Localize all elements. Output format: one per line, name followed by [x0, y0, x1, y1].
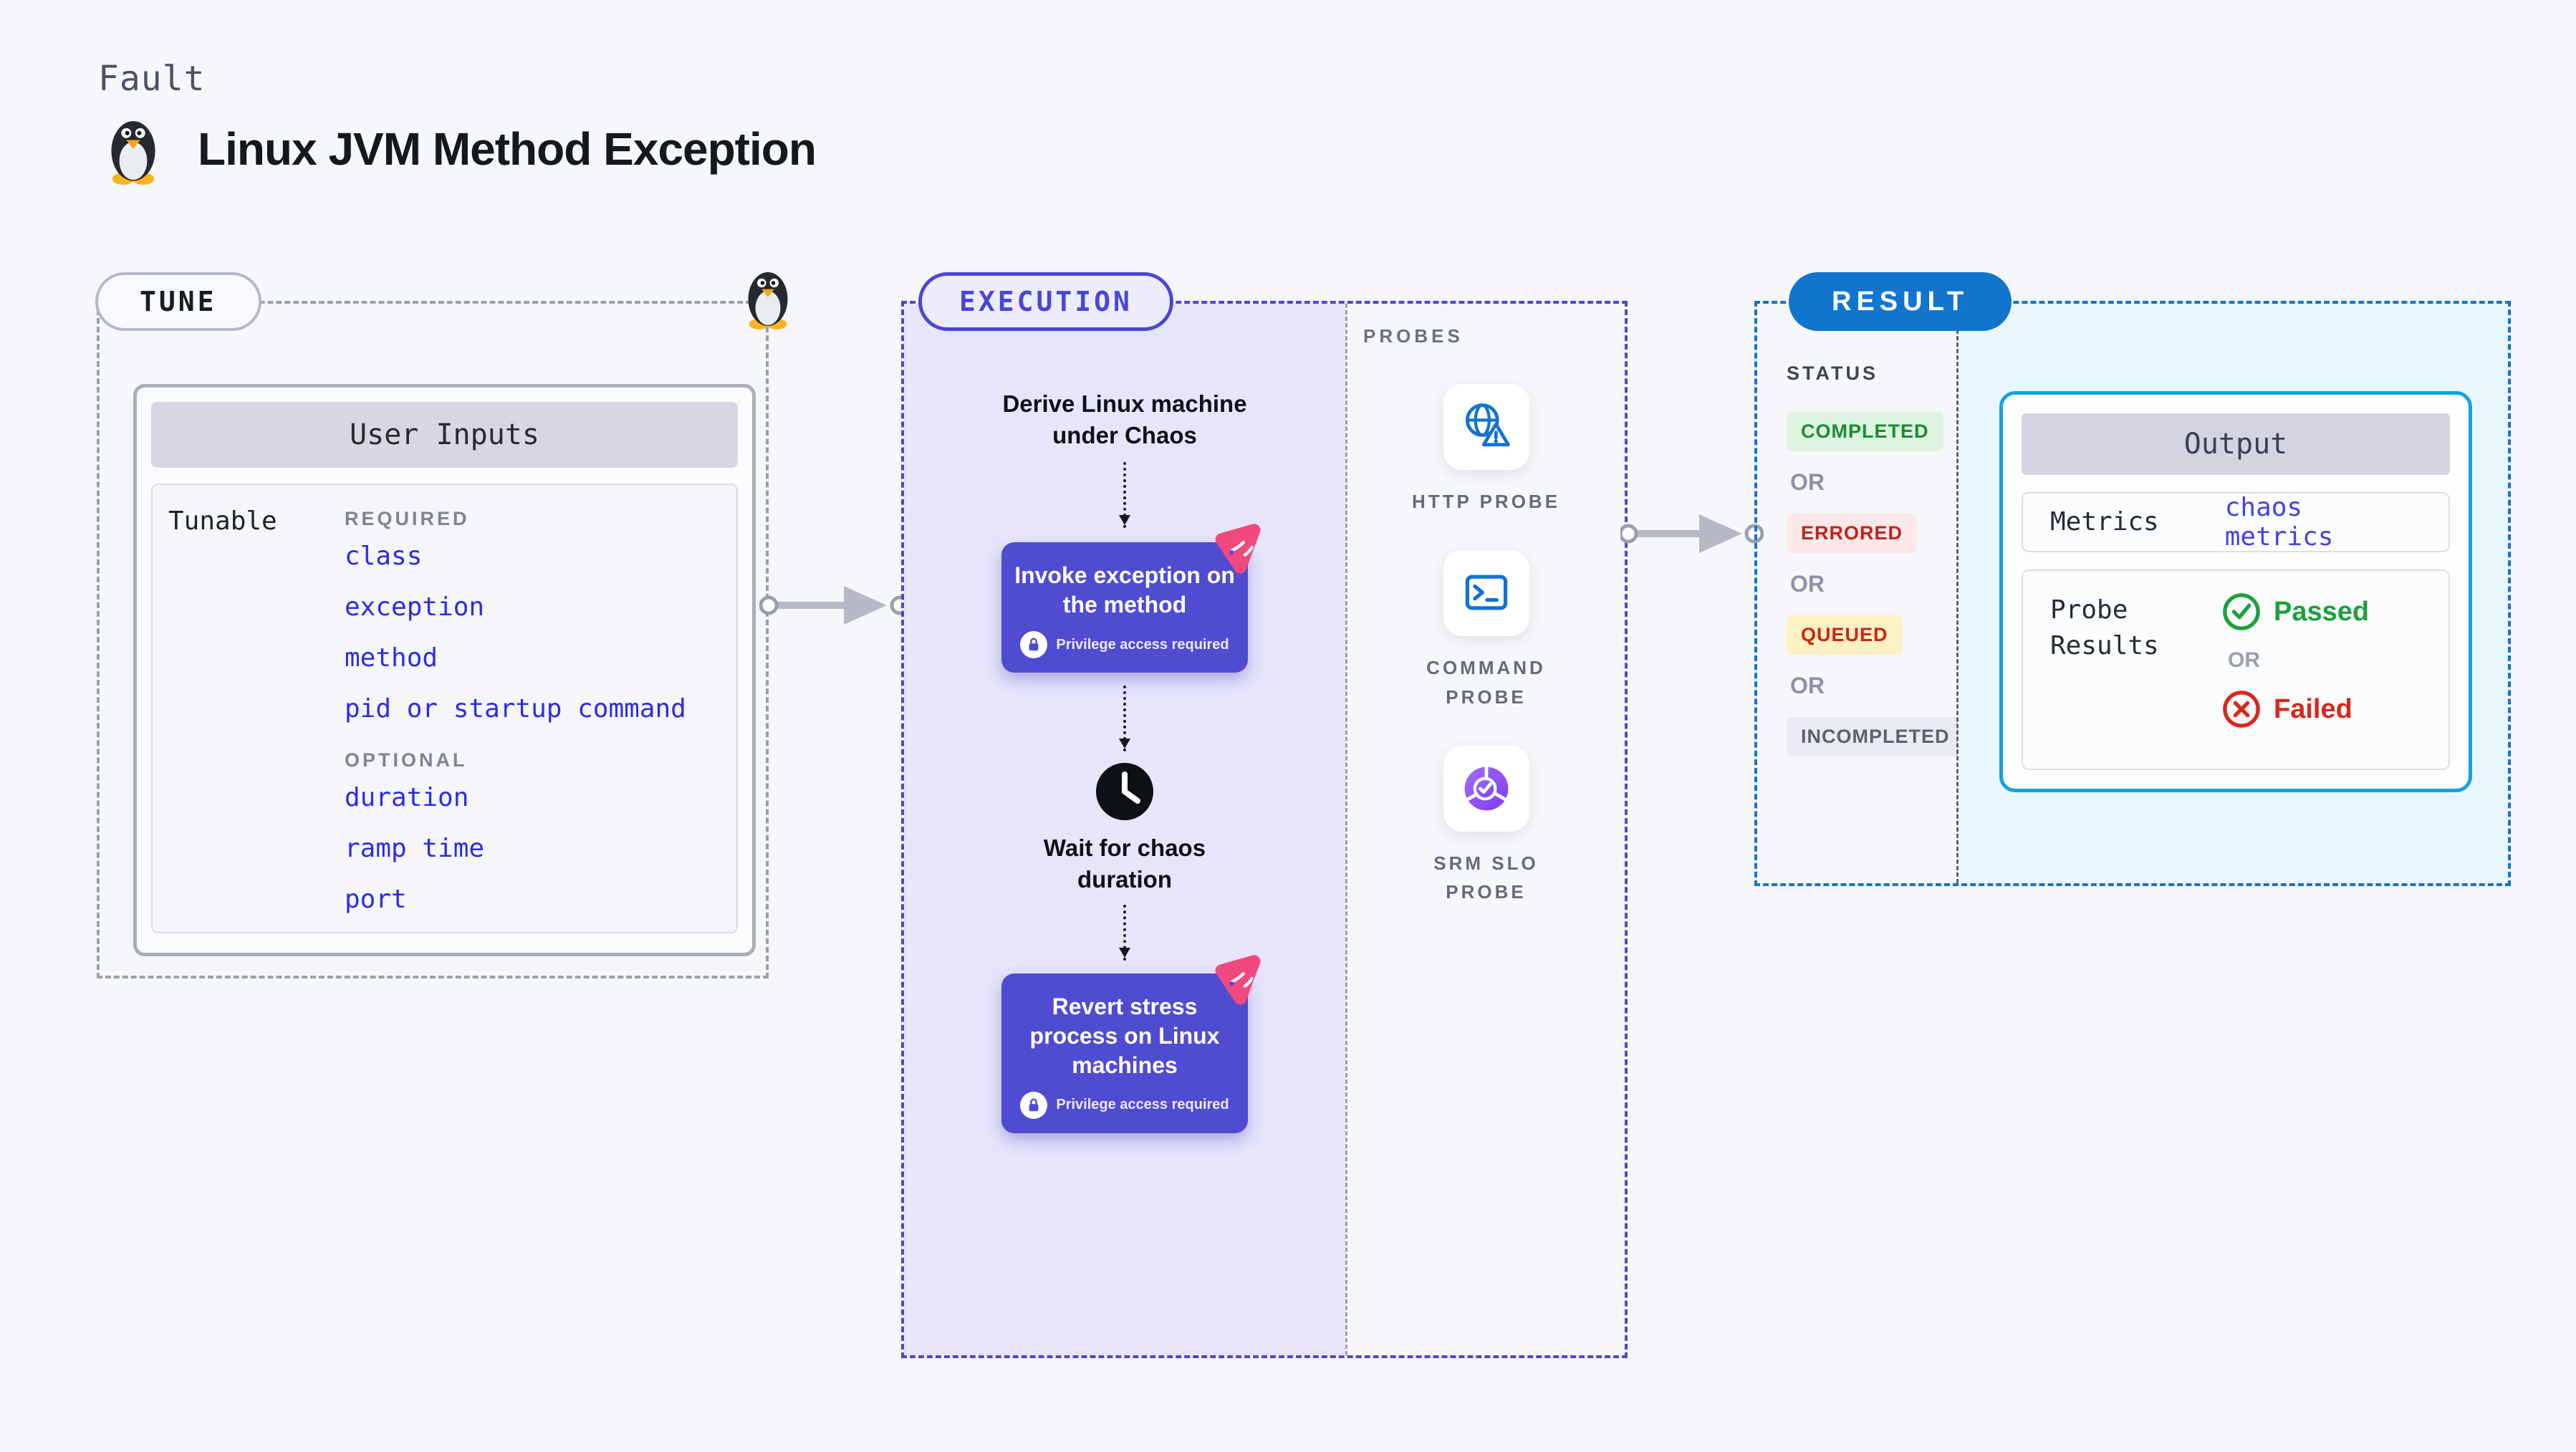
or-label: OR: [1790, 571, 1825, 597]
probe-command: COMMAND PROBE: [1397, 550, 1576, 711]
tunable-item: duration: [345, 783, 469, 812]
probe-name: SRM SLO PROBE: [1433, 852, 1539, 903]
probes-label: PROBES: [1363, 325, 1464, 347]
status-output-divider: [1956, 304, 1959, 883]
clock-icon: [1095, 761, 1155, 825]
privilege-label: Privilege access required: [1056, 636, 1229, 653]
optional-group-label: OPTIONAL: [345, 749, 468, 771]
status-column: STATUS COMPLETED OR ERRORED OR QUEUED OR…: [1757, 304, 1964, 883]
output-area: Output Metrics chaos metrics Probe Resul…: [1959, 304, 2508, 883]
derive-step-text: Derive Linux machine under Chaos: [1002, 390, 1247, 448]
status-header: STATUS: [1787, 362, 1878, 384]
result-badge: RESULT: [1789, 272, 2012, 331]
x-circle-icon: [2223, 691, 2260, 728]
probe-results-label: Probe Results: [2050, 595, 2159, 661]
or-label: OR: [2228, 648, 2260, 672]
chaos-logo-icon: [1215, 524, 1261, 574]
tunables-panel: Tunable REQUIRED class exception method …: [151, 484, 738, 933]
tunable-item: class: [345, 542, 423, 571]
privilege-row: Privilege access required: [1020, 631, 1229, 658]
privilege-label: Privilege access required: [1056, 1097, 1229, 1113]
revert-stress-label: Revert stress process on Linux machines: [1029, 994, 1220, 1078]
passed-label: Passed: [2274, 596, 2370, 627]
tune-to-execution-arrow: [759, 586, 910, 625]
probe-results-states: Passed OR Failed: [2222, 592, 2369, 729]
revert-stress-node[interactable]: Revert stress process on Linux machines …: [1001, 955, 1261, 1133]
status-badge-incompleted: INCOMPLETED: [1787, 717, 1964, 756]
or-label: OR: [1790, 673, 1825, 698]
result-section: RESULT STATUS COMPLETED OR ERRORED OR QU…: [1754, 272, 2511, 886]
probe-name: HTTP PROBE: [1411, 491, 1561, 512]
tunables-list: REQUIRED class exception method pid or s…: [345, 504, 686, 925]
down-arrow: [1119, 686, 1130, 751]
required-group-label: REQUIRED: [345, 508, 470, 529]
tune-section: TUNE User Inputs Tunable REQUIRED class …: [95, 272, 788, 979]
tunable-item: port: [345, 885, 407, 914]
page-title: Linux JVM Method Exception: [198, 123, 817, 175]
execution-panel: Derive Linux machine under Chaos Invoke …: [904, 304, 1345, 1355]
tunable-item: method: [345, 643, 438, 673]
metrics-row: Metrics chaos metrics: [2022, 492, 2450, 552]
failed-state: Failed: [2222, 690, 2369, 729]
metrics-label: Metrics: [2050, 506, 2159, 537]
tux-corner-icon: [748, 272, 788, 330]
probe-srm-slo: SRM SLO PROBE: [1397, 745, 1576, 907]
srm-slo-probe-card[interactable]: [1443, 745, 1529, 832]
status-badge-completed: COMPLETED: [1787, 412, 1943, 451]
execution-badge: EXECUTION: [918, 272, 1173, 331]
chaos-logo-icon: [1215, 955, 1261, 1005]
fault-kicker: Fault: [98, 59, 206, 99]
status-badge-queued: QUEUED: [1787, 615, 1903, 655]
lock-icon: [1020, 1091, 1048, 1119]
down-arrow: [1119, 462, 1130, 529]
terminal-icon: [1465, 574, 1507, 610]
globe-alert-icon: [1465, 403, 1510, 447]
check-circle-icon: [2223, 593, 2260, 630]
title-row: Linux JVM Method Exception: [100, 113, 817, 185]
probe-name: COMMAND PROBE: [1426, 657, 1546, 708]
output-card: Output Metrics chaos metrics Probe Resul…: [1999, 391, 2472, 792]
user-inputs-header: User Inputs: [151, 402, 738, 468]
probes-panel: PROBES HTTP PROBE: [1347, 304, 1625, 1355]
status-badge-errored: ERRORED: [1787, 514, 1918, 553]
passed-state: Passed: [2222, 592, 2369, 631]
execution-probes-divider: [1345, 304, 1347, 1355]
execution-to-result-arrow: [1620, 514, 1764, 553]
privilege-row: Privilege access required: [1020, 1091, 1229, 1119]
probe-http: HTTP PROBE: [1397, 384, 1576, 516]
failed-label: Failed: [2274, 693, 2352, 724]
output-header: Output: [2022, 413, 2450, 475]
tunable-item: exception: [345, 592, 485, 622]
metrics-value: chaos metrics: [2224, 493, 2334, 552]
tunable-row-label: Tunable: [168, 506, 277, 536]
or-label: OR: [1790, 469, 1825, 495]
linux-penguin-icon: [111, 121, 155, 185]
http-probe-card[interactable]: [1443, 384, 1529, 470]
execution-section: EXECUTION Derive Linux machine under Cha…: [901, 272, 1628, 1358]
command-probe-card[interactable]: [1443, 550, 1529, 637]
probe-results-row: Probe Results Passed OR: [2022, 569, 2450, 770]
invoke-exception-node[interactable]: Invoke exception on the method Privilege…: [1001, 524, 1261, 673]
down-arrow: [1119, 905, 1130, 961]
wait-step-text: Wait for chaos duration: [1043, 835, 1206, 893]
user-inputs-card: User Inputs Tunable REQUIRED class excep…: [133, 384, 756, 956]
slo-pie-check-icon: [1464, 765, 1508, 811]
tune-badge: TUNE: [95, 272, 261, 331]
invoke-exception-label: Invoke exception on the method: [1014, 562, 1235, 618]
tunable-item: pid or startup command: [345, 694, 686, 723]
tunable-item: ramp time: [345, 834, 485, 863]
lock-icon: [1020, 631, 1048, 658]
